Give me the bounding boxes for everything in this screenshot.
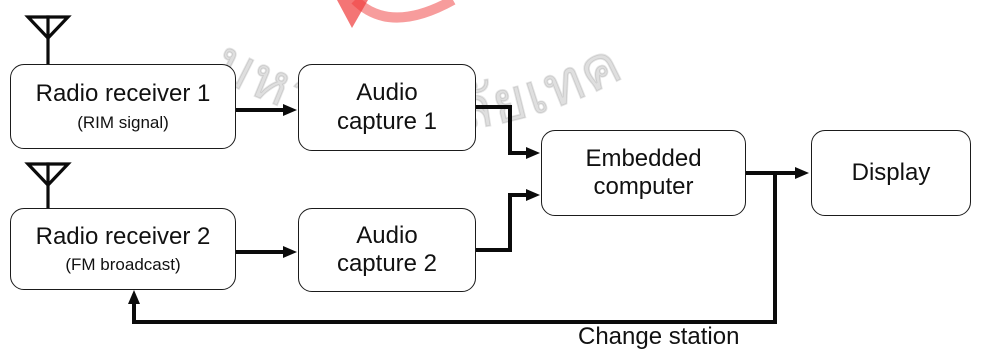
audio-capture-2-line-1: Audio xyxy=(356,221,418,249)
arrow-receiver-2-to-audio-2 xyxy=(234,246,297,258)
radio-receiver-1-title: Radio receiver 1 xyxy=(35,80,211,108)
arrow-audio-1-to-embedded xyxy=(474,105,540,159)
display-box: Display xyxy=(811,130,971,216)
audio-capture-2-box: Audio capture 2 xyxy=(298,208,476,292)
embedded-computer-line-1: Embedded xyxy=(585,144,702,172)
arrow-embedded-to-display xyxy=(744,167,809,179)
change-station-label: Change station xyxy=(578,323,740,350)
display-title: Display xyxy=(851,158,931,186)
audio-capture-1-box: Audio capture 1 xyxy=(298,64,476,151)
antenna-icon-receiver-2 xyxy=(24,162,72,210)
audio-capture-1-line-2: capture 1 xyxy=(336,107,438,135)
feedback-change-station-line xyxy=(128,171,777,324)
radio-receiver-1-box: Radio receiver 1 (RIM signal) xyxy=(10,64,236,149)
antenna-icon-receiver-1 xyxy=(24,15,72,65)
arrow-receiver-1-to-audio-1 xyxy=(234,104,297,116)
audio-capture-2-line-2: capture 2 xyxy=(336,250,438,277)
audio-capture-1-line-1: Audio xyxy=(356,79,418,107)
arrow-audio-2-to-embedded xyxy=(474,189,540,252)
radio-receiver-2-title: Radio receiver 2 xyxy=(35,222,211,250)
embedded-computer-box: Embedded computer xyxy=(541,130,746,216)
radio-receiver-2-box: Radio receiver 2 (FM broadcast) xyxy=(10,208,236,290)
radio-receiver-2-subtitle: (FM broadcast) xyxy=(65,255,181,275)
radio-receiver-1-subtitle: (RIM signal) xyxy=(77,112,169,132)
embedded-computer-line-2: computer xyxy=(593,173,694,200)
